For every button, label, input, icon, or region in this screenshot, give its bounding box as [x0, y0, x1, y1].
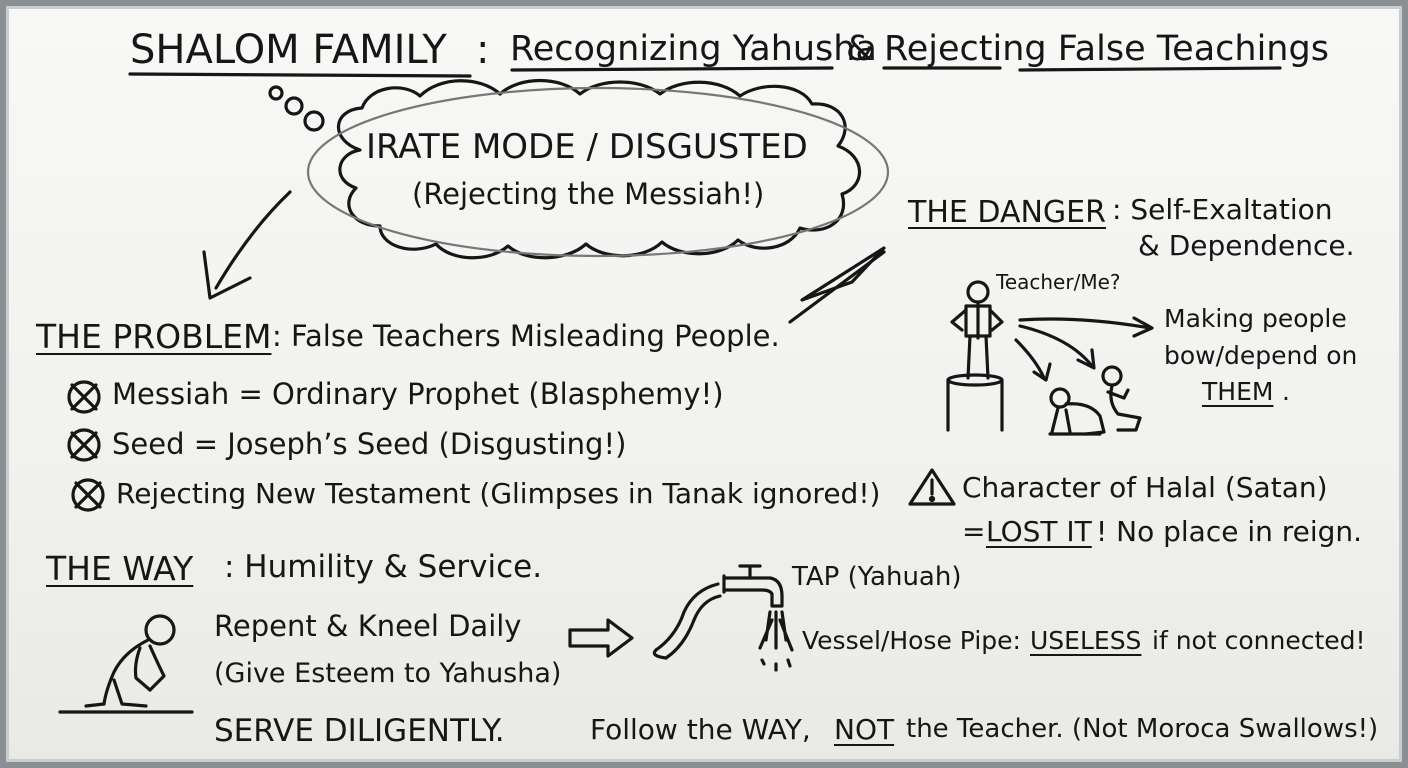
cross-circle-icon: [71, 478, 105, 512]
problem-item-3: Rejecting New Testament (Glimpses in Tan…: [116, 477, 881, 510]
vessel-pre: Vessel/Hose Pipe:: [802, 626, 1021, 655]
problem-text: : False Teachers Misleading People.: [272, 319, 780, 353]
title-brand: SHALOM FAMILY: [130, 27, 447, 73]
title-colon: :: [476, 27, 490, 73]
problem-item-1: Messiah = Ordinary Prophet (Blasphemy!): [112, 377, 724, 411]
danger-text-2: & Dependence.: [1138, 229, 1355, 262]
bubble-outline: [306, 86, 890, 258]
arrow-icon: [1014, 316, 1154, 382]
arrow-icon: [568, 618, 634, 658]
figure-label: Teacher/Me?: [996, 270, 1121, 294]
title-amp: &: [846, 29, 874, 69]
title-underlines: [128, 66, 1282, 78]
kneeling-people-icon: [1048, 365, 1142, 436]
serve-pre: SERVE DILIGENTLY.: [214, 713, 505, 749]
arrow-icon: [202, 190, 292, 300]
arrow-icon: [788, 246, 886, 324]
serve-post: the Teacher. (Not Moroca Swallows!): [906, 714, 1379, 744]
way-heading: THE WAY: [46, 549, 194, 588]
kneeling-person-icon: [58, 614, 194, 714]
danger-note-3-end: .: [1282, 377, 1290, 406]
warning-line1: Character of Halal (Satan): [962, 471, 1328, 504]
warning-line2-em: LOST IT: [986, 515, 1092, 548]
danger-note-1: Making people: [1164, 304, 1347, 333]
repent-line1: Repent & Kneel Daily: [214, 609, 522, 643]
way-text: : Humility & Service.: [224, 549, 543, 585]
danger-note-3: THEM: [1202, 377, 1274, 406]
danger-text-1: : Self-Exaltation: [1112, 193, 1333, 226]
warning-icon: [908, 468, 956, 506]
serve-not: NOT: [834, 713, 895, 746]
title-part1: Recognizing Yahusha: [510, 29, 877, 69]
tap-icon: [652, 564, 794, 672]
bubble-line2: (Rejecting the Messiah!): [412, 177, 765, 211]
thought-dots: [268, 85, 325, 132]
bubble-line1: IRATE MODE / DISGUSTED: [366, 127, 808, 167]
danger-heading: THE DANGER: [908, 195, 1106, 230]
standing-figure-icon: [946, 280, 1004, 432]
vessel-post: if not connected!: [1152, 626, 1366, 655]
problem-heading: THE PROBLEM: [36, 317, 272, 356]
tap-label: TAP (Yahuah): [792, 562, 962, 592]
danger-note-2: bow/depend on: [1164, 341, 1358, 370]
warning-line2-pre: =: [962, 515, 986, 548]
cross-circle-icon: [67, 380, 101, 414]
warning-line2-post: ! No place in reign.: [1096, 515, 1363, 548]
title-part2: Rejecting False Teachings: [884, 29, 1329, 69]
repent-line2: (Give Esteem to Yahusha): [214, 658, 562, 689]
problem-item-2: Seed = Joseph’s Seed (Disgusting!): [112, 427, 627, 461]
cross-circle-icon: [67, 428, 101, 462]
serve-mid: Follow the WAY,: [590, 713, 811, 746]
vessel-em: USELESS: [1030, 626, 1142, 655]
whiteboard: [6, 6, 1402, 762]
